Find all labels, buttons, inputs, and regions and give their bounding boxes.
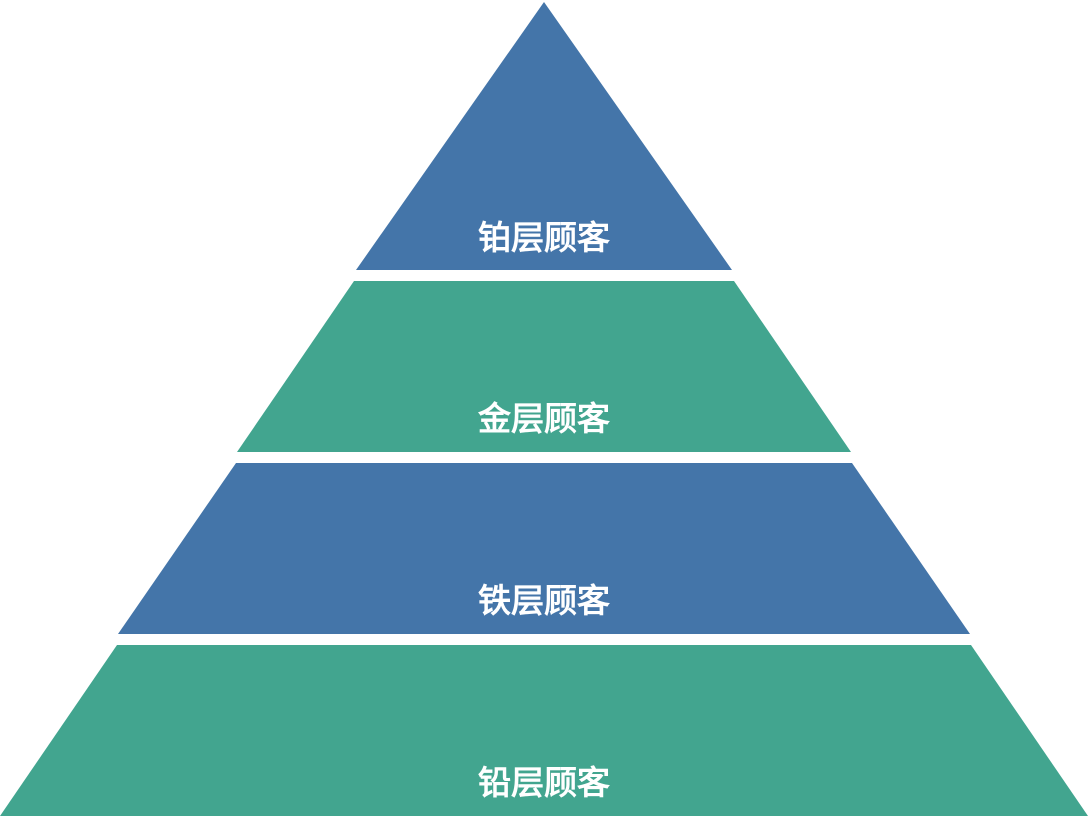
- tier-lead: 铅层顾客: [0, 645, 1088, 816]
- tier-iron: 铁层顾客: [118, 463, 970, 634]
- tier-iron-shape: [118, 463, 970, 634]
- tier-lead-shape: [0, 645, 1088, 816]
- tier-platinum: 铂层顾客: [356, 2, 732, 270]
- tier-lead-label: 铅层顾客: [478, 763, 610, 802]
- tier-platinum-label: 铂层顾客: [478, 218, 610, 257]
- tier-gold: 金层顾客: [237, 281, 851, 452]
- tier-gold-label: 金层顾客: [477, 399, 610, 438]
- tier-platinum-shape: [356, 2, 732, 270]
- tier-iron-label: 铁层顾客: [478, 581, 610, 620]
- tier-gold-shape: [237, 281, 851, 452]
